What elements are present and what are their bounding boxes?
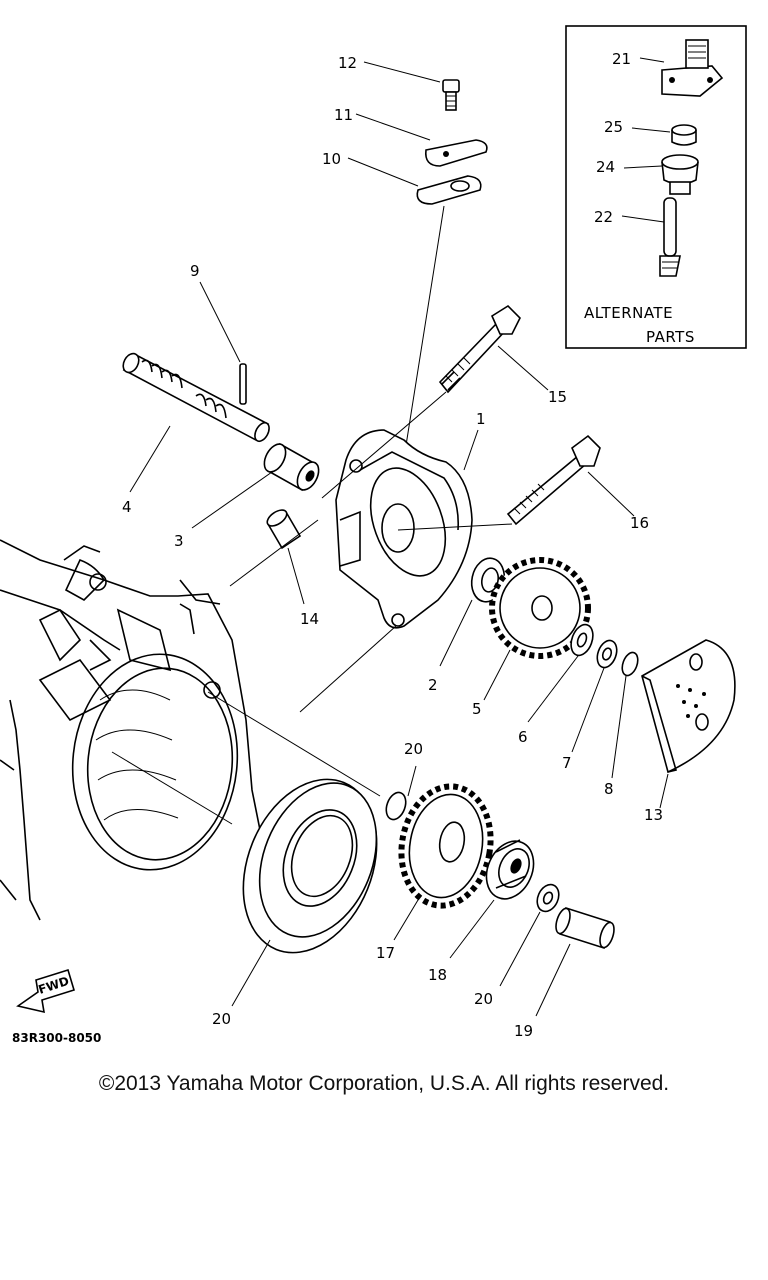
callout-3: 3 [174,532,184,550]
parts-diagram: 21 25 24 22 ALTERNATE PARTS 12 11 10 9 [0,25,747,1045]
callout-13: 13 [644,806,663,824]
part-5-gear [489,557,591,659]
callout-8: 8 [604,780,614,798]
callout-19: 19 [514,1022,533,1040]
part-9-pin [239,363,247,405]
part-19-sleeve [555,906,615,950]
part-10-gasket [416,175,482,205]
callout-22: 21 [612,50,631,68]
alternate-label-line1: ALTERNATE [584,304,673,322]
callout-5: 5 [472,700,482,718]
copyright-text: ©2013 Yamaha Motor Corporation, U.S.A. A… [98,1072,670,1095]
callout-9: 9 [190,262,200,280]
part-18-bearing [485,839,535,900]
part-13-plate [641,639,736,774]
part-8-clip [621,651,639,677]
callout-7: 7 [562,754,572,772]
fwd-arrow-icon: FWD [16,968,75,1014]
part-20-circlip-top [385,791,407,821]
part-1-housing [335,429,473,629]
callout-18: 18 [428,966,447,984]
part-4-worm-shaft [122,352,270,443]
callout-4: 4 [122,498,132,516]
alternate-parts-box: 21 25 24 22 ALTERNATE PARTS [565,25,747,349]
callout-14: 14 [300,610,319,628]
part-6-washer [570,623,594,657]
callout-6: 6 [518,728,528,746]
callout-16: 16 [630,514,649,532]
part-22-fitting [661,39,724,97]
callout-10: 10 [322,150,341,168]
callout-17: 17 [376,944,395,962]
part-23-shaft [659,197,681,277]
callout-24: 24 [596,158,615,176]
part-12-screw [442,79,460,111]
callout-11: 11 [334,106,353,124]
part-14-dowel [266,509,302,550]
diagram-code: 83R300-8050 [12,1031,101,1045]
part-24-bushing [661,154,699,195]
part-7-washer [596,639,618,669]
crankcase [0,539,263,921]
callout-1: 1 [476,410,486,428]
callout-15: 15 [548,388,567,406]
callout-21: 20 [212,1010,231,1028]
callout-20-top: 20 [404,740,423,758]
callout-20-bottom: 20 [474,990,493,1008]
callout-25: 25 [604,118,623,136]
part-25-cap [671,124,697,146]
part-17-gear [398,783,494,909]
callout-23: 22 [594,208,613,226]
part-21-seal [242,778,378,954]
part-20-washer-bottom [536,883,560,913]
part-16-bolt [506,434,601,526]
part-11-plate [424,139,488,167]
callout-2: 2 [428,676,438,694]
callout-12: 12 [338,54,357,72]
alternate-label-line2: PARTS [646,328,695,346]
part-3-bushing [263,442,320,492]
part-15-bolt [438,304,521,394]
